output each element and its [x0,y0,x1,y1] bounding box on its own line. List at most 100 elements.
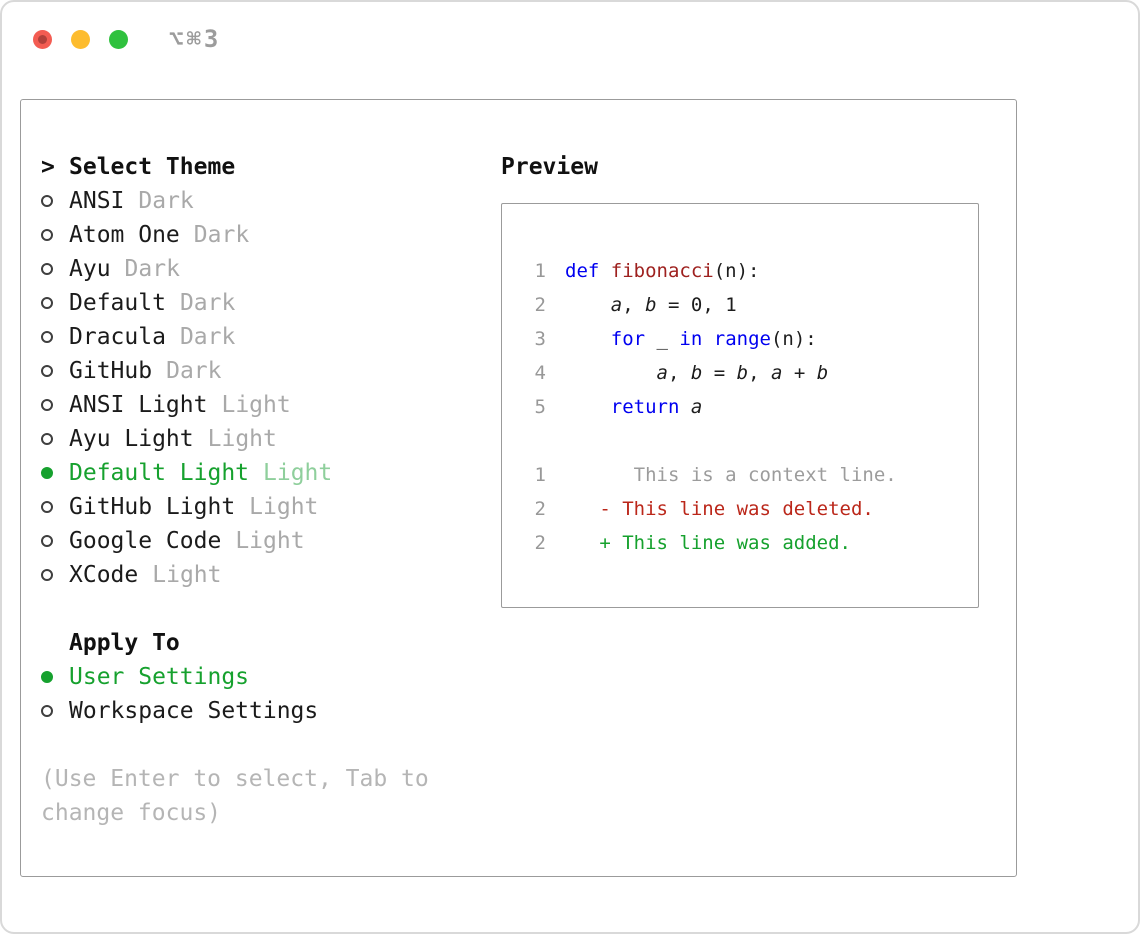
code-segment: b [816,362,829,384]
radio-circle-icon [41,501,53,513]
radio-circle-icon [41,331,53,343]
line-number: 3 [534,328,546,350]
code-segment: , [748,362,771,384]
radio-marker [41,422,69,456]
hint-text: (Use Enter to select, Tab to change focu… [41,766,429,826]
code-segment: b [690,362,703,384]
option-label: Workspace Settings [69,698,319,724]
radio-circle-icon [41,399,53,411]
code-line: 2 - This line was deleted. [534,492,978,526]
prompt-caret: > [41,154,55,180]
theme-option[interactable]: Ayu Dark [41,252,501,286]
option-variant: Light [221,392,291,418]
theme-option[interactable]: GitHub Light Light [41,490,501,524]
code-text: a, b = b, a + b [565,356,829,390]
window-shortcut-label: ⌥⌘3 [169,25,222,53]
line-number [534,424,546,458]
option-variant: Light [249,494,319,520]
code-line: 2 a, b = 0, 1 [534,288,978,322]
option-label: Ayu Light [69,426,194,452]
code-text: - This line was deleted. [565,492,874,526]
radio-marker [41,286,69,320]
code-segment: return [610,396,680,418]
preview-title: Preview [501,154,598,180]
option-variant: Light [207,426,277,452]
line-number: 2 [534,498,546,520]
code-segment [565,294,611,316]
code-segment: b [736,362,749,384]
zoom-button[interactable] [109,29,128,49]
radio-circle-icon [41,569,53,581]
theme-option[interactable]: Dracula Dark [41,320,501,354]
select-theme-header: > Select Theme [41,150,501,184]
radio-circle-icon [41,229,53,241]
code-segment: , [667,362,691,384]
code-segment: a [610,294,623,316]
code-segment [565,396,611,418]
code-segment: def [565,260,600,282]
code-segment: - This line was deleted. [565,498,874,520]
option-variant: Dark [166,358,222,384]
option-label: Default [69,290,166,316]
radio-circle-icon [41,263,53,275]
radio-marker [41,320,69,354]
line-number: 2 [534,294,546,316]
apply-to-list: User Settings Workspace Settings [41,660,501,728]
radio-marker [41,252,69,286]
option-label: GitHub Light [69,494,236,520]
option-variant: Dark [179,324,236,350]
theme-option[interactable]: Ayu Light Light [41,422,501,456]
code-text: def fibonacci(n): [565,254,760,288]
radio-marker [41,490,69,524]
option-variant: Dark [124,256,180,282]
option-variant: Light [235,528,305,554]
code-segment: = [702,362,737,384]
radio-marker [41,456,69,490]
code-segment [565,362,657,384]
code-segment [702,328,713,350]
radio-marker [41,694,69,728]
code-line: 2 + This line was added. [534,526,978,560]
code-text: + This line was added. [565,526,851,560]
code-text: a, b = 0, 1 [565,288,737,322]
radio-marker [41,558,69,592]
radio-marker [41,354,69,388]
option-label: Dracula [69,324,166,350]
line-number: 2 [534,532,546,554]
radio-circle-icon [41,705,53,717]
code-line: 5 return a [534,390,978,424]
apply-to-title: Apply To [69,630,180,656]
code-segment: for [610,328,646,350]
radio-circle-icon [41,195,53,207]
code-segment [599,260,610,282]
apply-option[interactable]: User Settings [41,660,501,694]
minimize-button[interactable] [71,29,90,49]
option-label: ANSI [69,188,125,214]
apply-option[interactable]: Workspace Settings [41,694,501,728]
close-button[interactable] [33,29,52,49]
code-line: 1 This is a context line. [534,458,978,492]
code-text: return a [565,390,703,424]
option-label: User Settings [69,664,250,690]
option-label: XCode [69,562,139,588]
option-label: Ayu [69,256,111,282]
option-label: Atom One [69,222,180,248]
code-segment: in [679,328,703,350]
code-segment: (n): [770,328,817,350]
